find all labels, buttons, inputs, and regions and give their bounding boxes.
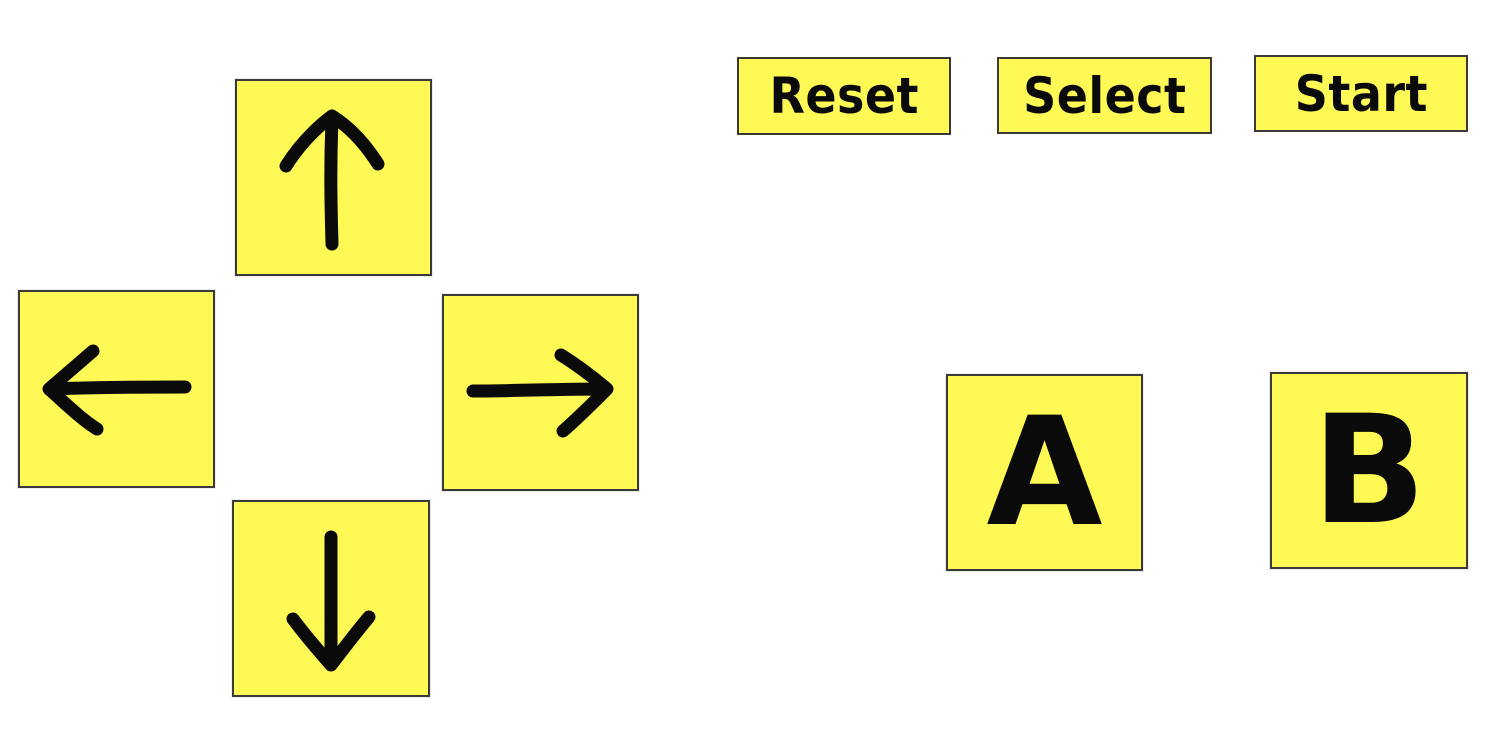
a-label: A xyxy=(986,385,1103,560)
dpad-up-button[interactable] xyxy=(235,79,432,276)
start-label: Start xyxy=(1294,64,1428,123)
select-label: Select xyxy=(1022,66,1187,125)
dpad-left-button[interactable] xyxy=(18,290,215,488)
left-arrow-icon xyxy=(42,344,191,436)
start-button[interactable]: Start xyxy=(1254,55,1468,132)
b-label: B xyxy=(1311,383,1427,558)
right-arrow-icon xyxy=(466,348,613,437)
select-button[interactable]: Select xyxy=(997,57,1212,134)
up-arrow-icon xyxy=(279,109,384,250)
b-button[interactable]: B xyxy=(1270,372,1468,569)
dpad-right-button[interactable] xyxy=(442,294,639,491)
dpad-down-button[interactable] xyxy=(232,500,430,697)
a-button[interactable]: A xyxy=(946,374,1143,571)
reset-label: Reset xyxy=(769,67,919,125)
reset-button[interactable]: Reset xyxy=(737,57,951,135)
down-arrow-icon xyxy=(286,530,376,671)
